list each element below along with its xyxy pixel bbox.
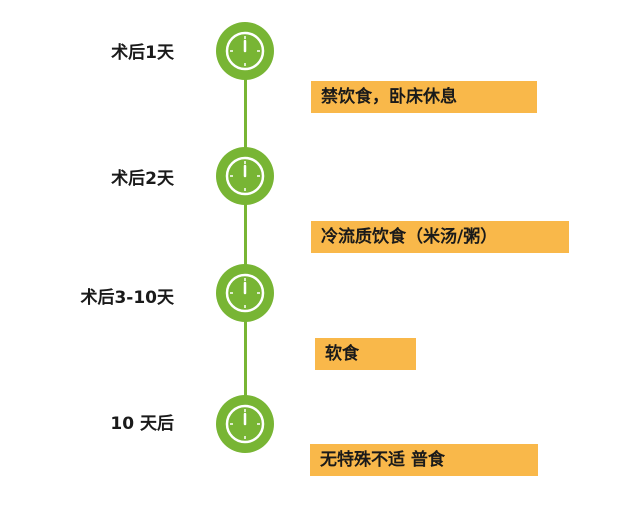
timeline-connector-line	[244, 52, 247, 424]
step-1-diet-box: 禁饮食，卧床休息	[311, 81, 537, 113]
step-2-time-label: 术后2天	[111, 169, 174, 189]
step-3-diet-box: 软食	[315, 338, 416, 370]
step-3-time-label: 术后3-10天	[80, 288, 174, 308]
step-2-diet-box: 冷流质饮食（米汤/粥）	[311, 221, 569, 253]
clock-icon	[216, 147, 274, 205]
step-1-time-label: 术后1天	[111, 43, 174, 63]
step-4-time-label: 10 天后	[110, 414, 174, 434]
clock-icon	[216, 264, 274, 322]
clock-icon	[216, 395, 274, 453]
step-4-diet-box: 无特殊不适 普食	[310, 444, 538, 476]
clock-icon	[216, 22, 274, 80]
